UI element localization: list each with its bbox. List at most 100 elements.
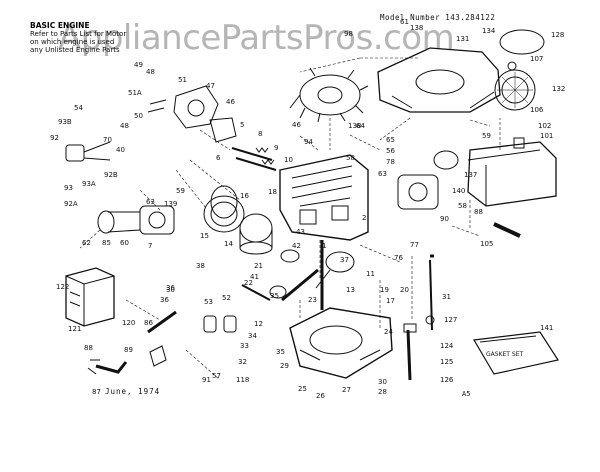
callout: 36	[166, 284, 175, 292]
ring-gasket	[499, 29, 545, 55]
callout: 122	[56, 283, 69, 291]
callout: 58	[346, 154, 355, 162]
callout: 51A	[128, 89, 142, 97]
callout: 48	[120, 122, 129, 130]
callout: 47	[206, 82, 215, 90]
piston-rings	[203, 195, 245, 233]
diagram-code: A5	[462, 390, 471, 398]
callout: 38	[196, 262, 205, 270]
callout: 86	[144, 319, 153, 327]
callout: 125	[440, 358, 453, 366]
callout: 134	[482, 27, 496, 35]
governor-linkage	[65, 141, 111, 162]
callout: 37	[340, 256, 349, 264]
callout: 13	[346, 286, 355, 294]
callout: 62	[82, 239, 91, 247]
callout: 91	[202, 376, 211, 384]
callout: 93B	[58, 118, 72, 126]
callout: 31	[442, 293, 451, 301]
callout: 33	[240, 342, 249, 350]
callout: 63	[378, 170, 387, 178]
rotating-screen	[494, 69, 536, 111]
callout: 101	[540, 132, 553, 140]
air-cleaner	[65, 267, 115, 327]
callout: 127	[444, 316, 457, 324]
connecting-rod	[281, 268, 319, 302]
callout: 59	[176, 187, 185, 195]
callout: 88	[84, 344, 93, 352]
callout: 102	[538, 122, 551, 130]
callout: 10	[284, 156, 293, 164]
callout: 7	[148, 242, 152, 250]
callout: 70	[103, 136, 112, 144]
callout: 27	[342, 386, 351, 394]
callout: 85	[102, 239, 111, 247]
camshaft	[241, 284, 271, 301]
blower-housing	[377, 47, 501, 113]
callout: 23	[308, 296, 317, 304]
callout: 12	[254, 320, 263, 328]
callout: 120	[122, 319, 135, 327]
bracket-53	[203, 315, 217, 333]
callout: 126	[440, 376, 454, 384]
callout: 76	[394, 254, 403, 262]
spark-plug	[147, 310, 177, 334]
callout: 8	[258, 130, 262, 138]
callout: 15	[200, 232, 209, 240]
rewind-starter	[397, 174, 439, 210]
callout: 132	[552, 85, 565, 93]
callout: 128	[551, 31, 564, 39]
callout: 89	[124, 346, 133, 354]
callout: 48	[146, 68, 155, 76]
watermark: AppliancePartsPros.com	[58, 18, 455, 58]
callout: 25	[298, 385, 307, 393]
callout: 64	[356, 122, 365, 130]
callout: 118	[236, 376, 249, 384]
callout: 90	[440, 215, 449, 223]
callout: 50	[134, 112, 143, 120]
callout: 106	[530, 106, 544, 114]
model-number: Model Number 143.284122	[380, 13, 496, 22]
callout: 78	[386, 158, 395, 166]
callout: 60	[120, 239, 129, 247]
callout: 63	[146, 198, 155, 206]
callout: 94	[304, 138, 313, 146]
callout: 77	[410, 241, 419, 249]
callout: 105	[480, 240, 493, 248]
gasket-set-label: GASKET SET	[486, 351, 523, 358]
callout: 58	[458, 202, 467, 210]
nut-107	[507, 61, 517, 71]
note-line-2: on which engine is used	[30, 38, 115, 46]
callout: 26	[316, 392, 325, 400]
callout: 124	[440, 342, 454, 350]
callout: 35	[270, 292, 279, 300]
callout: 36	[160, 296, 169, 304]
callout: 28	[378, 388, 387, 396]
diagram-title: BASIC ENGINE	[30, 21, 90, 30]
callout: 138	[410, 24, 423, 32]
callout: 21	[254, 262, 263, 270]
callout: 52	[222, 294, 231, 302]
crankshaft	[315, 240, 355, 310]
callout: 20	[400, 286, 409, 294]
callout: 19	[380, 286, 389, 294]
fuel-line-105	[493, 222, 521, 238]
piston-assembly	[239, 213, 273, 255]
callout: 92A	[64, 200, 78, 208]
callout: 87	[92, 388, 101, 396]
intake-tube	[210, 185, 238, 219]
callout: 17	[386, 297, 395, 305]
callout: 93	[64, 184, 73, 192]
callout: 30	[378, 378, 387, 386]
callout: 42	[292, 242, 301, 250]
callout: 57	[212, 372, 221, 380]
callout: 46	[226, 98, 235, 106]
callout: 107	[530, 55, 543, 63]
callout: 34	[248, 332, 257, 340]
callout: 51	[178, 76, 187, 84]
callout: 22	[244, 279, 253, 287]
callout: 46	[292, 121, 301, 129]
bolt-50	[147, 99, 167, 113]
callout: 2	[362, 214, 366, 222]
